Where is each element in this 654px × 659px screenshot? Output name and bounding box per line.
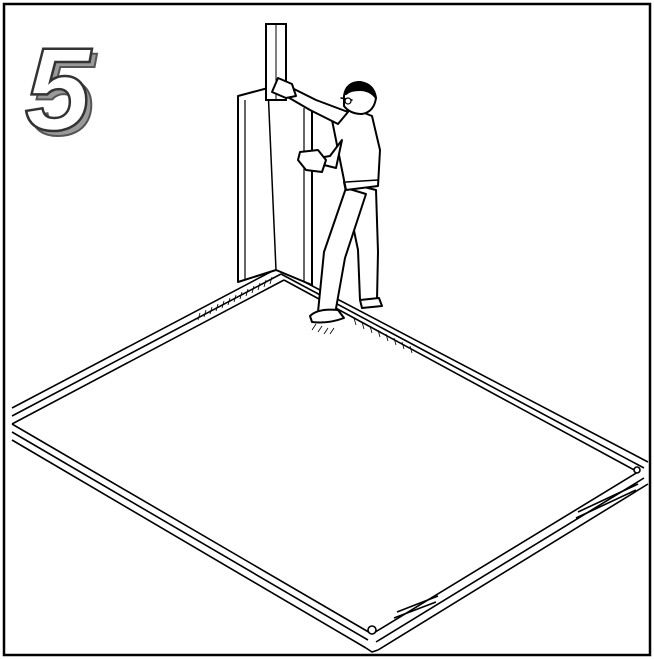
step-number: 5 5 — [24, 23, 99, 162]
floor-hatching — [197, 276, 413, 354]
corner-bracket-front — [396, 595, 439, 613]
shadow-hatching — [311, 323, 335, 335]
wall-panel — [237, 87, 313, 286]
step-number-shadow: 5 — [30, 29, 98, 161]
worker-figure — [271, 77, 383, 324]
floor-frame — [11, 267, 649, 653]
corner-bracket-right — [577, 483, 639, 513]
step-number-text: 5 — [25, 24, 93, 156]
